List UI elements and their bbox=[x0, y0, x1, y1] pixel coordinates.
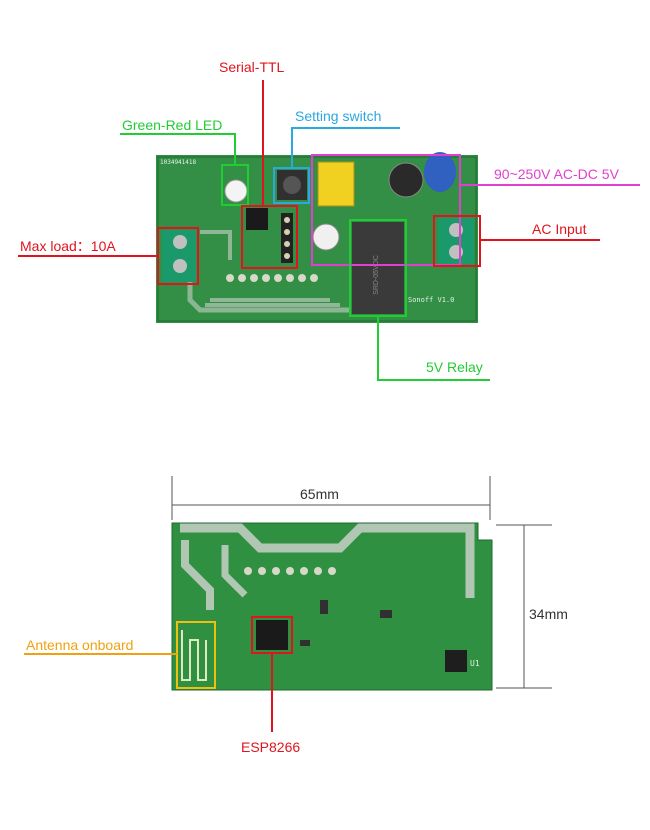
width-dimension bbox=[171, 476, 491, 520]
serial-header bbox=[281, 213, 293, 263]
serial-chip bbox=[246, 208, 268, 230]
setting-switch-label: Setting switch bbox=[295, 108, 382, 124]
top-board-code: 1034941418 bbox=[160, 159, 197, 166]
transformer bbox=[317, 161, 355, 207]
acdc-highlight-box bbox=[311, 154, 461, 266]
led-leader-line bbox=[120, 133, 236, 165]
height-dimension-label: 34mm bbox=[529, 606, 568, 622]
board-name-print: Sonoff V1.0 bbox=[408, 296, 454, 304]
green-red-led-label: Green-Red LED bbox=[122, 117, 223, 133]
esp8266-label: ESP8266 bbox=[241, 739, 301, 755]
capacitor-small bbox=[312, 223, 340, 251]
pin-header-row bbox=[226, 274, 318, 282]
antenna-label: Antenna onboard bbox=[26, 637, 134, 653]
relay-leader-line bbox=[377, 316, 490, 381]
serial-highlight-box bbox=[241, 205, 298, 269]
width-dimension-label: 65mm bbox=[300, 486, 339, 502]
ac-input-label: AC Input bbox=[532, 221, 587, 237]
max-load-label: Max load：10A bbox=[20, 238, 116, 254]
u1-chip bbox=[445, 650, 467, 672]
height-dimension bbox=[496, 524, 552, 689]
bottom-pad-row bbox=[244, 567, 336, 575]
led-component bbox=[224, 179, 248, 203]
serial-ttl-label: Serial-TTL bbox=[219, 59, 285, 75]
ac-dc-label: 90~250V AC-DC 5V bbox=[494, 166, 619, 182]
esp8266-chip bbox=[256, 620, 288, 650]
top-pcb-board: 1034941418 SRD-05VDC Sonoff V1.0 bbox=[156, 152, 478, 323]
relay-label: 5V Relay bbox=[426, 359, 483, 375]
switch-leader-line bbox=[291, 127, 400, 168]
bottom-pcb-board: U1 bbox=[171, 522, 493, 691]
capacitor-large bbox=[388, 162, 424, 198]
relay-component bbox=[352, 222, 404, 314]
svg-text:SRD-05VDC: SRD-05VDC bbox=[373, 255, 380, 295]
u1-print: U1 bbox=[470, 659, 480, 668]
capacitor-blue bbox=[424, 152, 456, 192]
antenna-trace bbox=[181, 630, 207, 681]
